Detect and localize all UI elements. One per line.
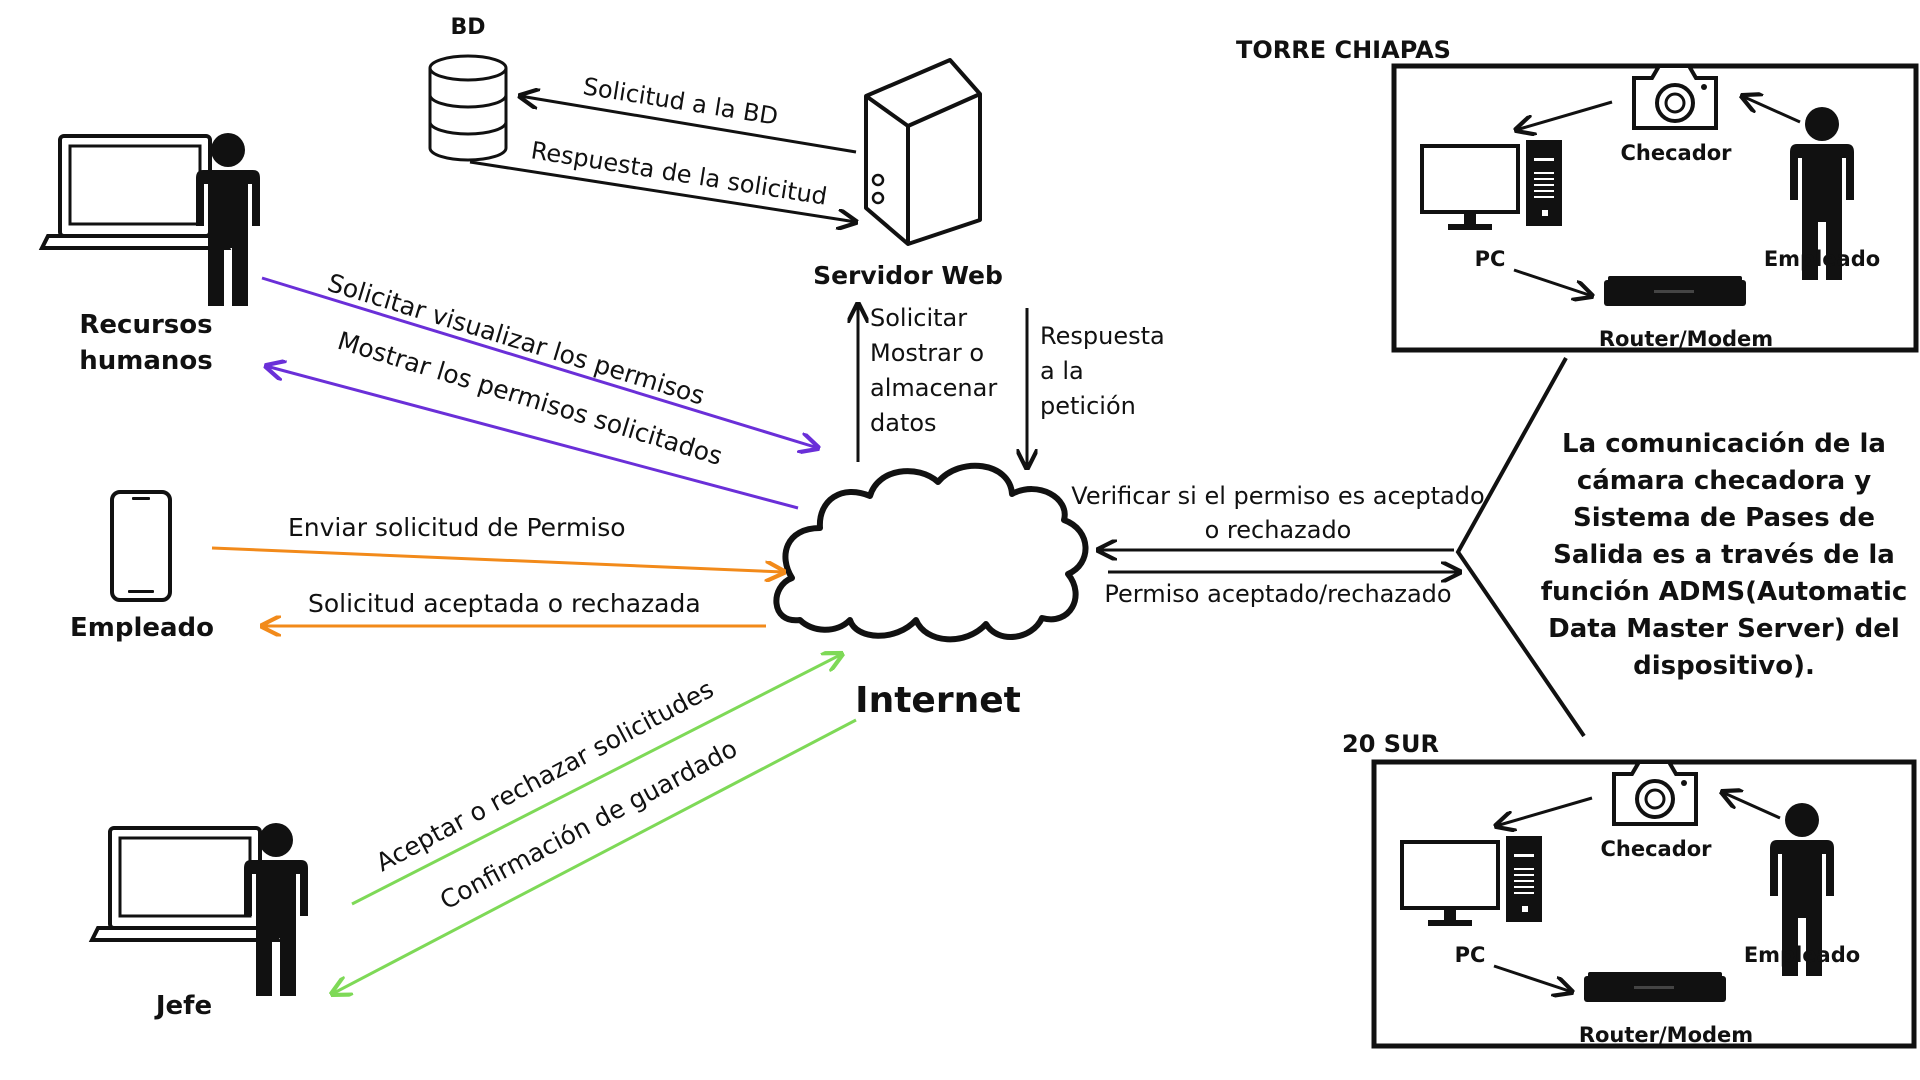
site1-router-icon	[1604, 276, 1746, 306]
svg-text:Sistema de Pases de: Sistema de Pases de	[1573, 503, 1875, 533]
boss-response-arrow	[332, 718, 857, 994]
svg-text:a la: a la	[1040, 357, 1084, 385]
db-response-arrow	[469, 160, 856, 222]
site2-router-icon	[1584, 972, 1726, 1002]
site1-employee-label: Empleado	[1764, 247, 1880, 271]
site1-pc-to-router-arrow	[1513, 268, 1592, 296]
site-response-label: Permiso aceptado/rechazado	[1104, 580, 1451, 608]
internet-cloud-icon	[773, 462, 1089, 643]
employee-label: Empleado	[70, 613, 214, 643]
site-branch-connector	[1455, 357, 1586, 738]
site-request-label-1: Verificar si el permiso es aceptado	[1071, 482, 1484, 510]
svg-text:Data Master Server) del: Data Master Server) del	[1548, 614, 1900, 644]
employee-response-label: Solicitud aceptada o rechazada	[308, 589, 701, 618]
svg-text:datos: datos	[870, 409, 937, 437]
site1-camera-to-pc-arrow	[1516, 100, 1613, 130]
svg-text:cámara checadora y: cámara checadora y	[1577, 466, 1871, 496]
svg-text:Solicitar: Solicitar	[870, 304, 967, 332]
db-label: BD	[450, 15, 485, 40]
database-icon	[428, 54, 508, 162]
site1-employee-to-camera-arrow	[1742, 96, 1801, 124]
server-down-label: Respuesta a la petición	[1040, 322, 1165, 420]
site2-name: 20 SUR	[1342, 730, 1439, 758]
svg-text:La comunicación de la: La comunicación de la	[1562, 429, 1886, 459]
server-icon	[864, 58, 982, 246]
site2-camera-to-pc-arrow	[1496, 796, 1593, 826]
site2-camera-label: Checador	[1600, 837, 1712, 861]
employee-request-label: Enviar solicitud de Permiso	[288, 513, 626, 542]
db-request-arrow	[520, 96, 857, 154]
server-up-label: Solicitar Mostrar o almacenar datos	[870, 304, 997, 437]
site2-employee-label: Empleado	[1744, 943, 1860, 967]
site-request-label-2: o rechazado	[1205, 516, 1352, 544]
site1-pc-label: PC	[1475, 247, 1506, 271]
site2-router-label: Router/Modem	[1579, 1023, 1753, 1047]
site1-camera-label: Checador	[1620, 141, 1732, 165]
site1-router-label: Router/Modem	[1599, 327, 1773, 351]
hr-response-arrow	[266, 366, 799, 510]
svg-text:almacenar: almacenar	[870, 374, 997, 402]
hr-label-line1: Recursos	[79, 310, 212, 340]
server-label: Servidor Web	[813, 261, 1003, 290]
hr-label-line2: humanos	[79, 346, 213, 376]
svg-text:petición: petición	[1040, 392, 1136, 420]
site2-pc-label: PC	[1455, 943, 1486, 967]
internet-label: Internet	[855, 680, 1021, 721]
svg-text:Respuesta: Respuesta	[1040, 322, 1165, 350]
boss-label: Jefe	[154, 991, 212, 1021]
svg-text:dispositivo).: dispositivo).	[1633, 651, 1815, 681]
site2-pc-to-router-arrow	[1493, 964, 1572, 992]
adms-note: La comunicación de la cámara checadora y…	[1541, 429, 1908, 681]
employee-request-arrow	[211, 546, 784, 572]
hr-request-arrow	[261, 276, 818, 448]
db-response-label: Respuesta de la solicitud	[529, 136, 829, 210]
site2-employee-to-camera-arrow	[1722, 792, 1781, 820]
site1-name: TORRE CHIAPAS	[1236, 36, 1451, 64]
svg-text:Mostrar o: Mostrar o	[870, 339, 984, 367]
svg-text:función ADMS(Automatic: función ADMS(Automatic	[1541, 577, 1908, 607]
svg-text:Salida es a través de la: Salida es a través de la	[1553, 540, 1895, 570]
boss-request-arrow	[351, 654, 842, 906]
phone-icon	[110, 490, 172, 602]
